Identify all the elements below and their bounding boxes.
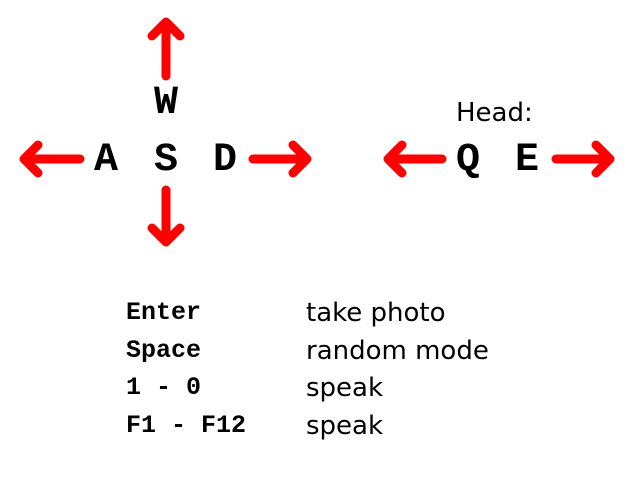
shortcut-key: 1 - 0 xyxy=(126,373,201,403)
shortcut-key: F1 - F12 xyxy=(126,411,246,441)
arrow-up-icon xyxy=(152,22,180,76)
key-head-left: Q xyxy=(448,141,488,181)
shortcut-row: F1 - F12 speak xyxy=(126,411,566,449)
shortcut-key: Enter xyxy=(126,298,201,328)
arrow-right-icon xyxy=(253,145,307,173)
key-left: A xyxy=(86,141,126,181)
key-right: D xyxy=(205,141,245,181)
arrow-left-icon xyxy=(24,145,80,173)
key-head-right: E xyxy=(507,141,547,181)
shortcut-row: Space random mode xyxy=(126,336,566,374)
shortcut-action: speak xyxy=(306,411,383,441)
arrow-head-left-icon xyxy=(388,145,442,173)
head-label: Head: xyxy=(456,98,533,128)
key-down: S xyxy=(146,141,186,181)
shortcut-action: random mode xyxy=(306,336,489,366)
shortcut-row: 1 - 0 speak xyxy=(126,373,566,411)
key-up: W xyxy=(146,84,186,124)
shortcut-row: Enter take photo xyxy=(126,298,566,336)
shortcut-action: take photo xyxy=(306,298,446,328)
arrow-head-right-icon xyxy=(556,145,610,173)
shortcut-action: speak xyxy=(306,373,383,403)
arrow-down-icon xyxy=(152,190,180,242)
shortcut-key: Space xyxy=(126,336,201,366)
